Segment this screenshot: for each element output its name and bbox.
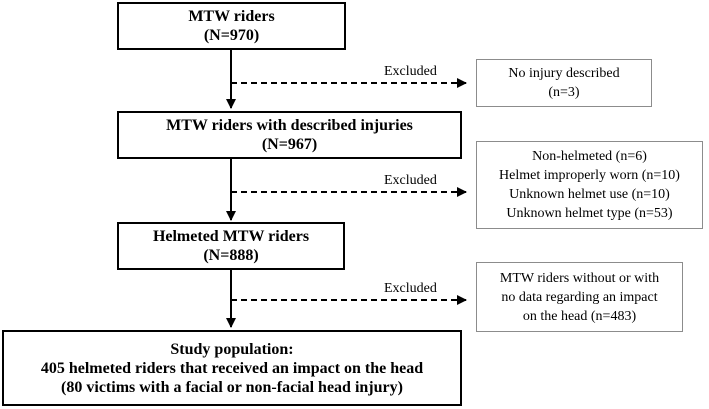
exclusion-box-no-injury: No injury described (n=3) (476, 59, 652, 107)
box-helmeted-riders: Helmeted MTW riders (N=888) (117, 222, 345, 270)
box-helmeted-riders-count: (N=888) (203, 247, 259, 264)
box-described-injuries: MTW riders with described injuries (N=96… (117, 111, 462, 159)
box-described-injuries-count: (N=967) (261, 136, 318, 153)
exclusion-2-line-1: Non-helmeted (n=6) (532, 149, 647, 164)
excluded-label-1: Excluded (384, 64, 437, 79)
box-helmeted-riders-title: Helmeted MTW riders (152, 228, 310, 245)
exclusion-2-line-2: Helmet improperly worn (n=10) (499, 168, 680, 183)
exclusion-box-impact: MTW riders without or with no data regar… (476, 262, 683, 332)
box-described-injuries-title: MTW riders with described injuries (166, 117, 413, 134)
excluded-label-2: Excluded (384, 173, 437, 188)
excluded-label-3: Excluded (384, 281, 437, 296)
box-mtw-riders-title: MTW riders (188, 8, 275, 25)
exclusion-box-helmet: Non-helmeted (n=6) Helmet improperly wor… (476, 141, 703, 229)
exclusion-1-line-1: No injury described (508, 66, 620, 81)
exclusion-2-line-3: Unknown helmet use (n=10) (509, 187, 670, 202)
box-study-population: Study population: 405 helmeted riders th… (2, 330, 462, 406)
exclusion-3-line-1: MTW riders without or with (499, 270, 660, 286)
exclusion-1-line-2: (n=3) (548, 85, 580, 100)
exclusion-3-line-2: no data regarding an impact (501, 289, 658, 305)
study-population-line3: (80 victims with a facial or non-facial … (61, 378, 403, 396)
exclusion-2-line-4: Unknown helmet type (n=53) (506, 206, 673, 221)
box-mtw-riders-count: (N=970) (203, 27, 260, 44)
study-population-line1: Study population: (170, 340, 294, 358)
exclusion-3-line-3: on the head (n=483) (522, 308, 637, 324)
box-mtw-riders: MTW riders (N=970) (117, 2, 346, 50)
study-population-line2: 405 helmeted riders that received an imp… (40, 359, 424, 377)
